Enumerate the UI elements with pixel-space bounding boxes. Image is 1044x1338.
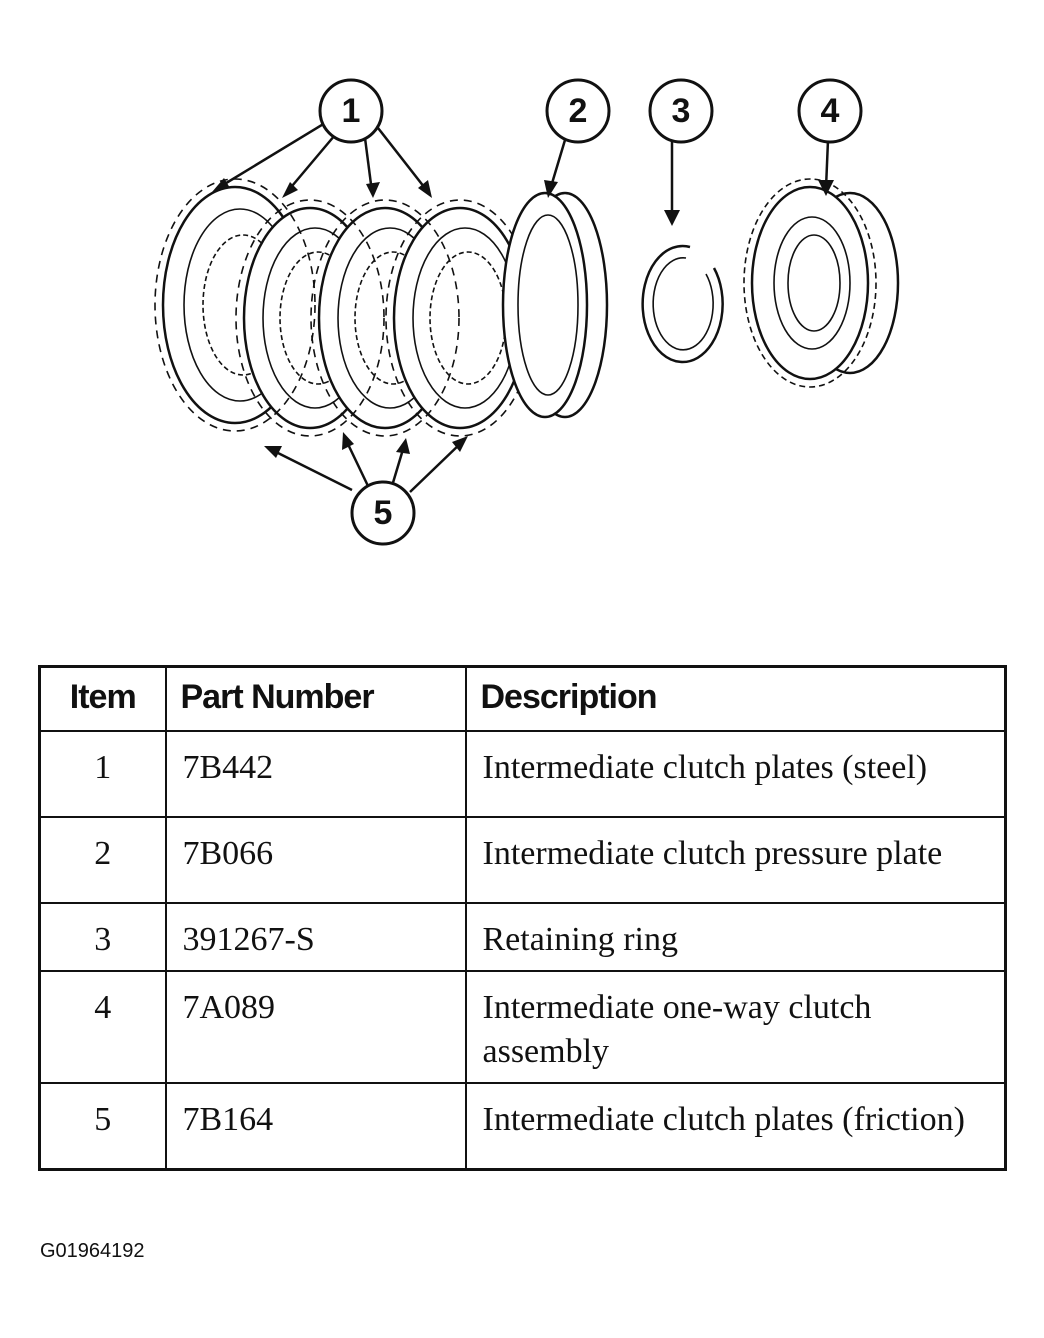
- header-part-number: Part Number: [164, 665, 467, 732]
- table-row: 5 7B164 Intermediate clutch plates (fric…: [38, 1082, 1007, 1170]
- retaining-ring: [641, 244, 724, 364]
- figure-id: G01964192: [40, 1240, 145, 1262]
- part-number-cell: 7B164: [164, 1082, 467, 1170]
- item-cell: 1: [38, 730, 167, 818]
- table-row: 1 7B442 Intermediate clutch plates (stee…: [38, 730, 1007, 818]
- svg-text:4: 4: [821, 92, 840, 130]
- callout-leaders: [212, 118, 834, 493]
- svg-text:3: 3: [672, 92, 691, 130]
- svg-text:2: 2: [569, 92, 588, 130]
- svg-text:1: 1: [342, 92, 361, 130]
- item-cell: 5: [38, 1082, 167, 1170]
- description-cell: Intermediate one-way clutch assembly: [464, 970, 1007, 1084]
- callout-4: 4: [797, 78, 863, 144]
- callout-3: 3: [648, 78, 714, 144]
- header-description: Description: [464, 665, 1007, 732]
- item-cell: 3: [38, 902, 167, 972]
- svg-text:5: 5: [374, 494, 393, 532]
- callout-1: 1: [318, 78, 384, 144]
- part-number-cell: 7B442: [164, 730, 467, 818]
- one-way-clutch-gear: [743, 178, 900, 388]
- table-row: 3 391267-S Retaining ring: [38, 902, 1007, 972]
- description-cell: Intermediate clutch plates (friction): [464, 1082, 1007, 1170]
- part-number-cell: 7B066: [164, 816, 467, 904]
- description-cell: Intermediate clutch pressure plate: [464, 816, 1007, 904]
- table-row: 2 7B066 Intermediate clutch pressure pla…: [38, 816, 1007, 904]
- pressure-plate: [501, 191, 609, 419]
- description-cell: Retaining ring: [464, 902, 1007, 972]
- description-cell: Intermediate clutch plates (steel): [464, 730, 1007, 818]
- part-number-cell: 7A089: [164, 970, 467, 1084]
- clutch-plate-stack: [154, 178, 535, 437]
- table-header-row: Item Part Number Description: [38, 665, 1007, 732]
- table-row: 4 7A089 Intermediate one-way clutch asse…: [38, 970, 1007, 1084]
- callout-2: 2: [545, 78, 611, 144]
- item-cell: 4: [38, 970, 167, 1084]
- exploded-parts-diagram: 1 2 3 4 5: [154, 78, 900, 546]
- header-item: Item: [38, 665, 167, 732]
- part-number-cell: 391267-S: [164, 902, 467, 972]
- callout-5: 5: [350, 480, 416, 546]
- parts-table: Item Part Number Description 1 7B442 Int…: [38, 665, 1007, 1171]
- item-cell: 2: [38, 816, 167, 904]
